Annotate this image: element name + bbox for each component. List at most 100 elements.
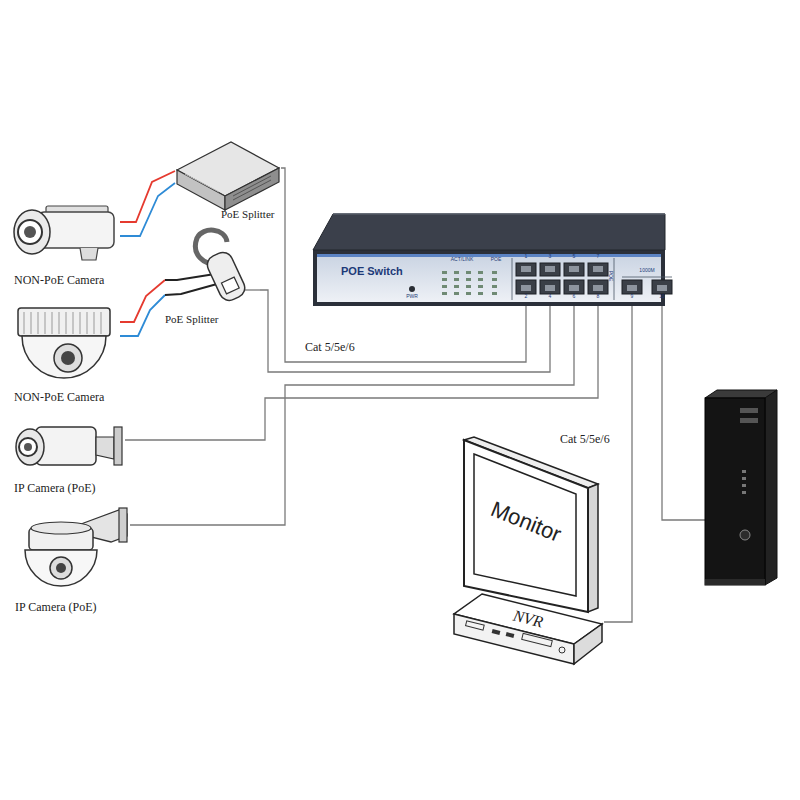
panel-label: 9	[631, 294, 634, 299]
switch-panel-lines-part	[622, 277, 672, 278]
switch-ports	[516, 263, 672, 294]
switch-ports-part	[588, 280, 608, 294]
status-leds-part	[442, 285, 447, 288]
panel-label: PWR	[406, 294, 418, 299]
port-sockets-part	[545, 266, 555, 272]
camera-node-outline-part	[24, 312, 25, 334]
status-leds-part	[466, 278, 471, 281]
pc-tower-part	[765, 390, 777, 585]
poe-splitter-dongle-outline-part	[221, 277, 239, 294]
camera-node-outline-part	[18, 220, 42, 244]
cable-label: Cat 5/5e/6	[305, 341, 355, 353]
status-leds-part	[442, 278, 447, 281]
status-leds-part	[492, 285, 497, 288]
camera-node-outline-part	[24, 226, 36, 238]
node-label: IP Camera (PoE)	[15, 601, 97, 613]
panel-label: 4	[549, 294, 552, 299]
status-leds-part	[478, 278, 483, 281]
camera-node-outline-part	[80, 248, 98, 260]
camera-node-outline-part	[87, 312, 88, 334]
cable-connector	[120, 295, 165, 336]
poe-splitter-box-outline-part	[233, 176, 271, 196]
switch-ports-part	[540, 280, 560, 294]
switch-ports-part	[540, 263, 560, 276]
port-sockets-part	[627, 285, 637, 291]
camera-node-outline-part	[36, 427, 96, 465]
status-leds	[442, 271, 497, 295]
panel-label: ACT/LINK	[451, 257, 474, 262]
status-leds-part	[442, 271, 447, 274]
monitor-screen-outline-part	[474, 454, 576, 596]
pc-wire-part	[662, 306, 705, 520]
nvr-box: NVR	[452, 592, 604, 668]
pc-tower-part	[705, 579, 765, 585]
nvr-box-outline-part	[559, 647, 565, 653]
port-sockets-part	[593, 266, 603, 272]
status-leds-part	[478, 285, 483, 288]
poe-splitter-dongle-outline-part	[165, 284, 217, 295]
nvr-box-outline-part	[574, 624, 602, 664]
status-leds-part	[492, 271, 497, 274]
switch-ports-part	[622, 280, 642, 294]
poe-splitter-box-outline-part	[233, 180, 271, 200]
status-leds-part	[454, 271, 459, 274]
panel-label: POE	[491, 257, 502, 262]
panel-label: 6	[573, 294, 576, 299]
port-sockets	[521, 266, 667, 291]
poe-splitter-box-outline-part	[185, 174, 219, 192]
status-leds-part	[454, 278, 459, 281]
camera-node-outline-part	[16, 429, 44, 465]
pc-tower	[705, 390, 777, 585]
cable-connector	[125, 306, 598, 440]
poe-splitter-box: PoE Splitter	[175, 138, 281, 224]
nvr-box-outline-part	[492, 629, 501, 635]
camera-node-outline-part	[66, 312, 67, 334]
camera-node-outline-part	[59, 312, 60, 334]
camera-node-outline-part	[54, 344, 82, 372]
port-sockets-part	[545, 285, 555, 291]
panel-label: 10	[659, 294, 665, 299]
panel-label: 8	[597, 294, 600, 299]
pc-tower-part	[742, 470, 746, 473]
switch-ports-part	[564, 263, 584, 276]
switch-panel-lines-part	[512, 258, 513, 300]
cable-connector	[120, 183, 175, 236]
camera-node-outline-part	[56, 563, 66, 573]
camera-node-outline-part	[96, 437, 114, 459]
node-label: PoE Splitter	[165, 314, 218, 325]
monitor-screen-outline-part	[464, 440, 588, 612]
node-label: PoE Splitter	[221, 209, 274, 220]
poe-splitter-dongle-outline-part	[165, 274, 215, 280]
pc-tower-part	[742, 477, 746, 480]
camera-node-outline-part	[45, 312, 46, 334]
poe-splitter-dongle-outline	[165, 224, 260, 328]
nvr-box-outline-part	[522, 633, 553, 646]
panel-label: 1000M	[639, 268, 654, 273]
pc-tower-part	[740, 530, 750, 540]
switch-ports-part	[516, 280, 536, 294]
camera-node-outline-part	[38, 312, 39, 334]
cable-connector	[604, 306, 632, 622]
camera-node-outline-part	[50, 557, 72, 579]
port-sockets-part	[657, 285, 667, 291]
pc-wire	[662, 306, 705, 520]
status-leds-part	[466, 292, 471, 295]
switch-top-face-part	[313, 214, 665, 250]
camera-node: IP Camera (PoE)	[15, 506, 130, 616]
monitor-screen: Monitor	[460, 436, 602, 616]
poe-splitter-dongle-outline-part	[204, 249, 248, 303]
camera-node-outline-part	[101, 312, 102, 334]
status-leds-part	[442, 292, 447, 295]
node-label: NON-PoE Camera	[14, 274, 104, 286]
camera-node-outline-part	[22, 336, 106, 378]
camera-node-outline-part	[114, 427, 122, 465]
switch-ports-part	[588, 263, 608, 276]
camera-node-outline-part	[18, 308, 110, 336]
camera-node-outline-part	[80, 312, 81, 334]
nvr-box-outline-part	[466, 621, 485, 630]
switch-ports-part	[564, 280, 584, 294]
cable-connector	[120, 171, 175, 222]
